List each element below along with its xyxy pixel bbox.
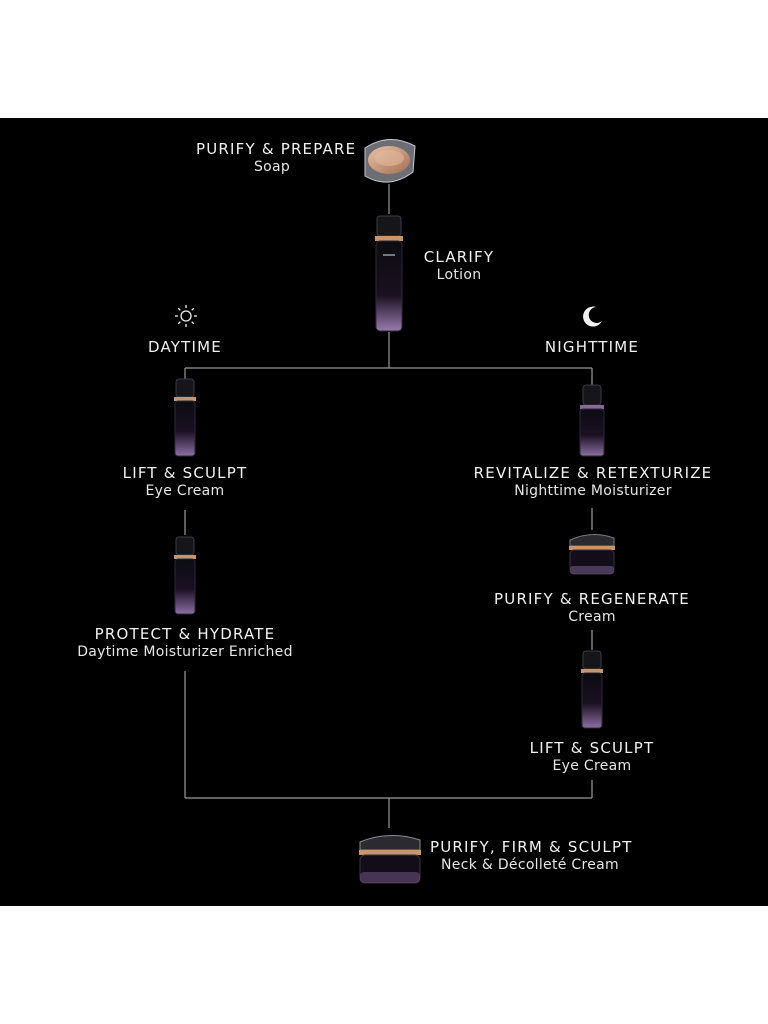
step-title: LIFT & SCULPT [529, 739, 655, 757]
day-eye-cream-image [174, 378, 196, 457]
soap-product-image [364, 139, 416, 183]
step-title: PURIFY, FIRM & SCULPT [430, 838, 633, 856]
step-title: LIFT & SCULPT [122, 464, 248, 482]
step-lotion: CLARIFY Lotion [416, 248, 502, 284]
night-cream-image [569, 534, 615, 575]
step-subtitle: Eye Cream [552, 757, 632, 774]
step-soap: PURIFY & PREPARE Soap [196, 140, 357, 176]
night-moisturizer-image [579, 384, 605, 457]
step-title: PROTECT & HYDRATE [94, 625, 276, 643]
step-night-cream: PURIFY & REGENERATE Cream [488, 590, 696, 626]
step-title: REVITALIZE & RETEXTURIZE [473, 464, 713, 482]
night-eye-cream-image [581, 650, 603, 729]
step-subtitle: Nighttime Moisturizer [514, 482, 672, 499]
step-subtitle: Eye Cream [145, 482, 225, 499]
nighttime-heading: NIGHTTIME [544, 338, 640, 356]
step-day-eye-cream: LIFT & SCULPT Eye Cream [110, 464, 260, 500]
lotion-product-image [375, 215, 403, 332]
moon-icon [583, 306, 602, 327]
step-subtitle: Soap [253, 158, 291, 175]
step-subtitle: Daytime Moisturizer Enriched [77, 643, 293, 660]
step-title: PURIFY & REGENERATE [494, 590, 690, 608]
step-night-eye-cream: LIFT & SCULPT Eye Cream [517, 739, 667, 775]
day-moisturizer-image [174, 536, 196, 615]
step-day-moisturizer: PROTECT & HYDRATE Daytime Moisturizer En… [70, 625, 300, 661]
step-subtitle: Neck & Décolleté Cream [441, 856, 619, 873]
sun-icon [175, 305, 197, 327]
step-subtitle: Lotion [436, 266, 482, 283]
step-subtitle: Cream [568, 608, 616, 625]
daytime-heading: DAYTIME [148, 338, 222, 356]
neck-cream-image [359, 835, 421, 884]
step-night-moisturizer: REVITALIZE & RETEXTURIZE Nighttime Moist… [470, 464, 716, 500]
step-neck-cream: PURIFY, FIRM & SCULPT Neck & Décolleté C… [430, 838, 633, 874]
step-title: CLARIFY [423, 248, 495, 266]
connector-lines [184, 184, 593, 828]
step-title: PURIFY & PREPARE [196, 140, 357, 158]
routine-diagram: PURIFY & PREPARE Soap CLARIFY Lotion DAY… [0, 118, 768, 906]
